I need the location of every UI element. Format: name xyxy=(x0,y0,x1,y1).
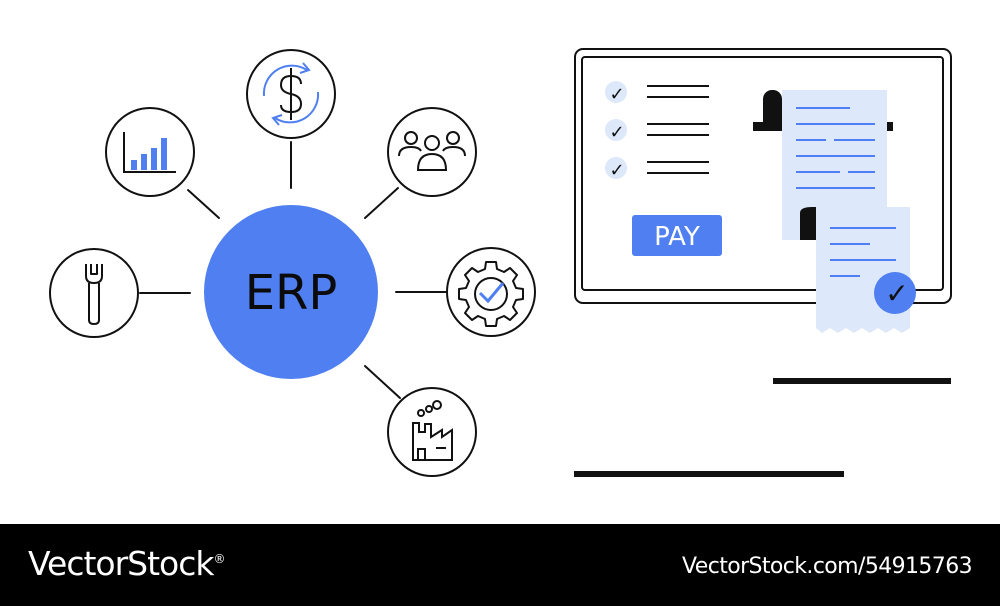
brand-name: VectorStock xyxy=(28,544,214,583)
registered-mark: ® xyxy=(213,552,226,566)
wrench-icon xyxy=(49,248,139,338)
connector-lines xyxy=(139,141,447,399)
approved-check-icon: ✓ xyxy=(885,277,908,310)
watermark-image-id: VectorStock.com/54915763 xyxy=(682,554,973,579)
check-icon: ✓ xyxy=(609,160,624,181)
watermark-footer: VectorStock® VectorStock.com/54915763 xyxy=(0,524,1000,606)
gear-check-icon xyxy=(446,247,536,337)
erp-hub: ERP xyxy=(204,205,378,379)
check-icon: ✓ xyxy=(609,84,624,105)
watermark-brand: VectorStock® xyxy=(28,544,226,583)
decorative-lines xyxy=(574,378,951,477)
stamped-receipt: ✓ xyxy=(800,207,916,333)
pay-button[interactable]: PAY xyxy=(632,215,722,256)
erp-label: ERP xyxy=(245,265,338,321)
check-icon: ✓ xyxy=(609,122,624,143)
factory-icon xyxy=(387,387,477,477)
bar-chart-icon xyxy=(105,107,195,197)
checklist: ✓ ✓ ✓ xyxy=(605,81,709,181)
illustration: ERP xyxy=(49,48,952,477)
pay-button-label: PAY xyxy=(654,222,700,252)
dollar-cycle-icon xyxy=(246,49,336,139)
team-icon xyxy=(387,107,477,197)
